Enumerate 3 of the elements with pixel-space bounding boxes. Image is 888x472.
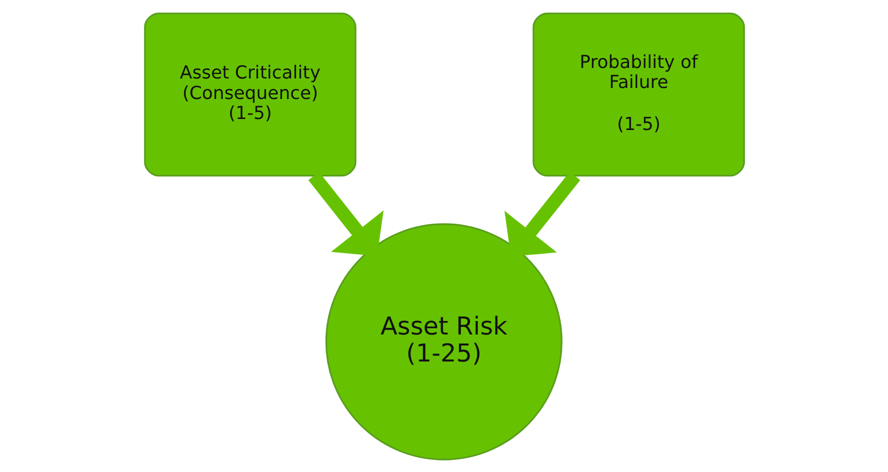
node-box: Asset Criticality (Consequence) (1-5) xyxy=(144,12,356,176)
node-circle: Asset Risk (1-25) xyxy=(324,222,562,460)
node-box: Probability of Failure (1-5) xyxy=(532,12,744,176)
